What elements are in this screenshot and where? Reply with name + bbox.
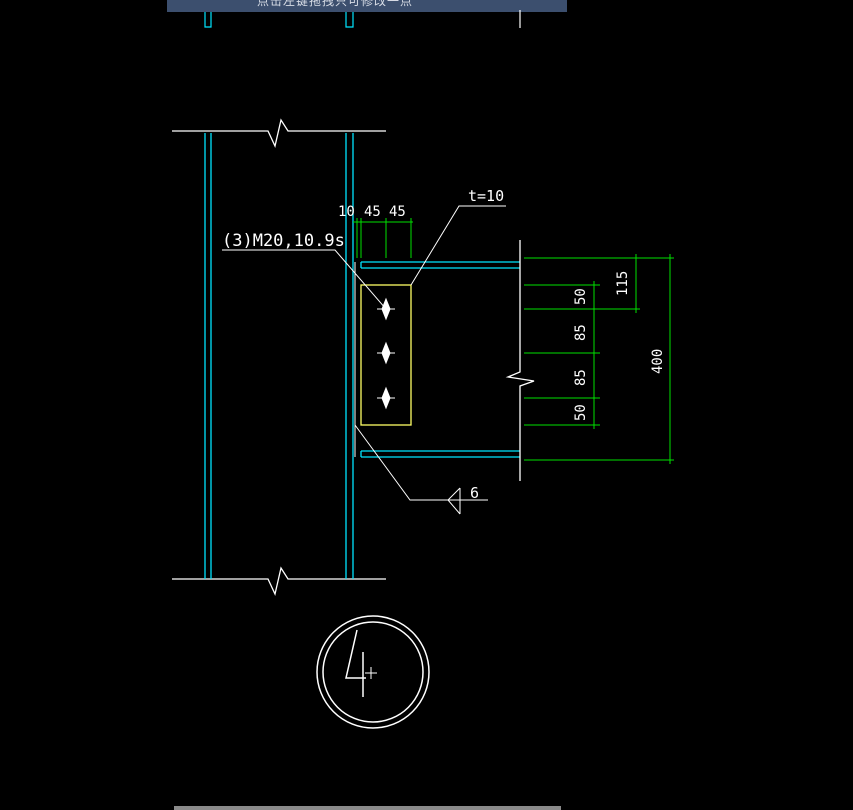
top-dim-label-3: 45 <box>389 204 406 220</box>
title-bar-text: 点击左键拖拽只可修改一点 <box>257 0 414 8</box>
shear-plate <box>360 284 412 426</box>
title-bar: 点击左键拖拽只可修改一点 <box>167 0 567 12</box>
weld-leader <box>354 424 488 515</box>
column <box>204 133 354 579</box>
top-dim-label-1: 10 <box>338 204 355 220</box>
beam-break-line <box>505 240 535 481</box>
bottom-scrollbar[interactable] <box>174 806 561 810</box>
bolt-2 <box>377 341 395 365</box>
detail-callout <box>316 615 430 729</box>
upper-remnant <box>204 12 354 28</box>
plate-thickness-label: t=10 <box>468 187 504 205</box>
right-dim-label-2: 85 <box>573 324 589 341</box>
right-dim-label-4: 50 <box>573 404 589 421</box>
bolt-group <box>377 297 395 410</box>
column-break-top <box>172 118 386 148</box>
right-dim-label-3: 85 <box>573 369 589 386</box>
weld-size-label: 6 <box>470 484 479 502</box>
dim-400-label: 400 <box>650 349 666 374</box>
dim-115-label: 115 <box>615 271 631 296</box>
bolt-spec-label: (3)M20,10.9s <box>222 231 345 251</box>
top-dim-label-2: 45 <box>364 204 381 220</box>
bolt-leader <box>222 249 387 310</box>
detail-number: 4 <box>0 0 1 1</box>
bolt-3 <box>377 386 395 410</box>
column-break-bottom <box>172 566 386 596</box>
plate-leader <box>410 205 506 286</box>
top-dimension <box>353 218 413 258</box>
right-dim-label-1: 50 <box>573 288 589 305</box>
beam-top-flange <box>361 261 520 269</box>
beam-bottom-flange <box>361 450 520 458</box>
right-dimension <box>524 254 674 464</box>
